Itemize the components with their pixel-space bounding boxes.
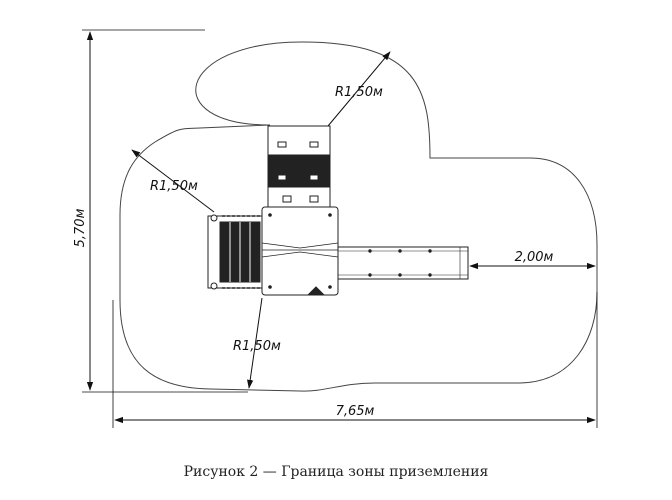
distance-dimension: 2,00м — [469, 250, 596, 270]
landing-zone-boundary — [119, 41, 598, 392]
radius-top-dimension: R1,50м — [327, 51, 391, 127]
height-dimension-label: 5,70м — [73, 208, 88, 247]
stairs — [207, 214, 263, 290]
height-dimension: 5,70м — [73, 29, 248, 393]
distance-dimension-label: 2,00м — [515, 250, 554, 265]
upper-platform — [267, 125, 331, 209]
main-deck — [261, 206, 339, 296]
width-dimension-label: 7,65м — [336, 404, 375, 419]
figure-caption: Рисунок 2 — Граница зоны приземления — [183, 464, 489, 480]
radius-bottom-label: R1,50м — [233, 339, 281, 354]
width-dimension: 7,65м — [112, 292, 598, 428]
playground-structure — [207, 125, 469, 296]
radius-bottom-dimension: R1,50м — [233, 297, 281, 389]
radius-left-dimension: R1,50м — [131, 149, 215, 213]
radius-left-label: R1,50м — [150, 179, 198, 194]
slide — [337, 246, 469, 280]
radius-top-label: R1,50м — [335, 85, 383, 100]
